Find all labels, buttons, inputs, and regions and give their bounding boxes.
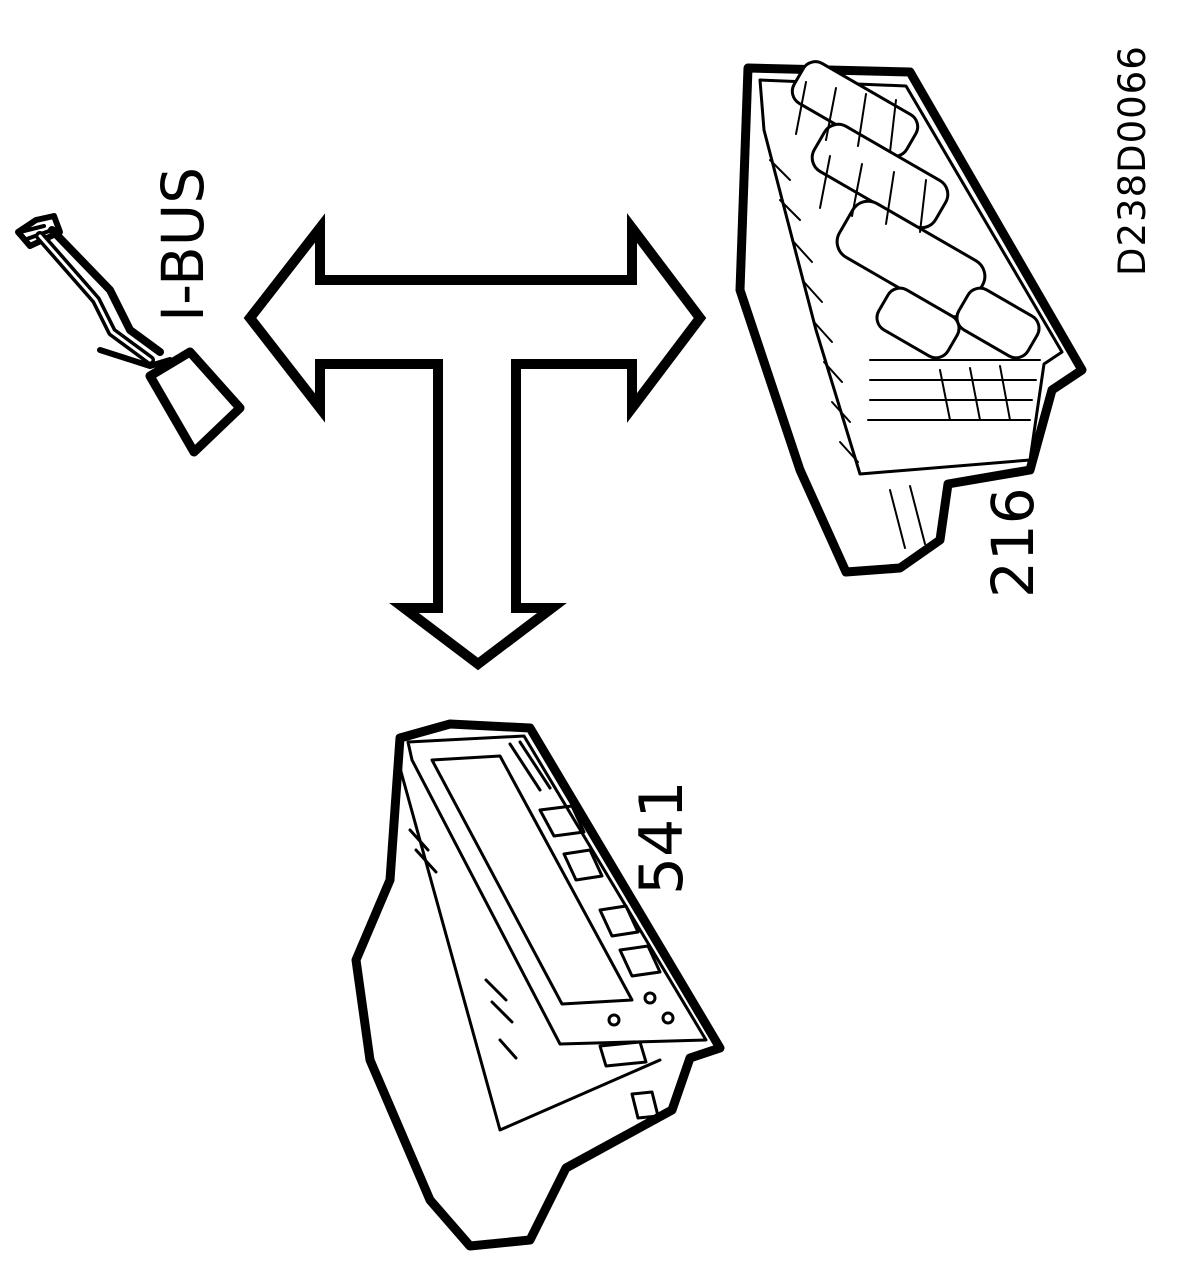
unit-541-label: 541 (627, 780, 697, 895)
t-junction-arrow-icon (243, 213, 707, 671)
display-control-module-icon (351, 719, 725, 1251)
figure-code-label: D238D0066 (1111, 45, 1154, 276)
unit-216-label: 216 (979, 487, 1047, 598)
i-bus-connector-icon (15, 213, 245, 457)
i-bus-label: I-BUS (149, 166, 217, 322)
switch-panel-module-icon (735, 60, 1087, 577)
